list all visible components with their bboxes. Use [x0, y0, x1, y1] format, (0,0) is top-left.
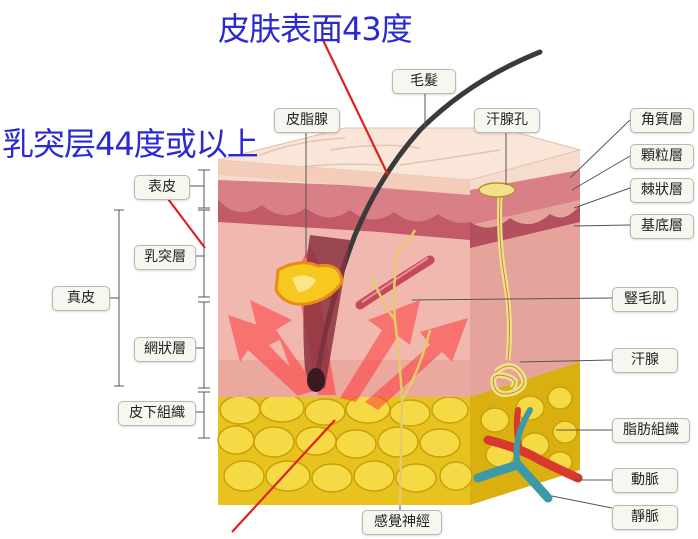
label-reticular-layer: 網狀層 [134, 337, 196, 362]
sebaceous-gland [274, 261, 344, 306]
label-dermis: 真皮 [52, 286, 110, 311]
label-vein: 靜脈 [612, 505, 678, 530]
label-sweat-gland: 汗腺 [612, 348, 678, 373]
label-stratum-corneum: 角質層 [630, 108, 694, 133]
label-artery: 動脈 [612, 468, 678, 493]
blood-vessels [473, 407, 583, 503]
label-sebaceous-gland: 皮脂腺 [274, 108, 340, 133]
label-hair: 毛髮 [392, 69, 456, 94]
papillary-layer-temperature-callout: 乳突层44度或以上 [2, 125, 259, 163]
skin-surface-temperature-callout: 皮肤表面43度 [218, 10, 413, 48]
sensory-nerve [370, 229, 432, 506]
label-sweat-pore: 汗腺孔 [474, 108, 540, 133]
label-stratum-granulosum: 顆粒層 [630, 144, 694, 169]
label-fat-tissue: 脂肪組織 [612, 418, 690, 443]
label-papillary-layer: 乳突層 [134, 245, 196, 270]
label-arrector-pili: 豎毛肌 [612, 287, 678, 312]
label-stratum-spinosum: 棘狀層 [630, 178, 694, 203]
sweat-gland [478, 182, 527, 397]
label-leader-lines [305, 90, 631, 512]
label-hypodermis: 皮下組織 [118, 401, 196, 426]
label-sensory-nerve: 感覺神經 [362, 510, 442, 535]
layer-brackets [108, 169, 210, 439]
label-epidermis: 表皮 [134, 175, 190, 200]
label-stratum-basale: 基底層 [630, 214, 694, 239]
